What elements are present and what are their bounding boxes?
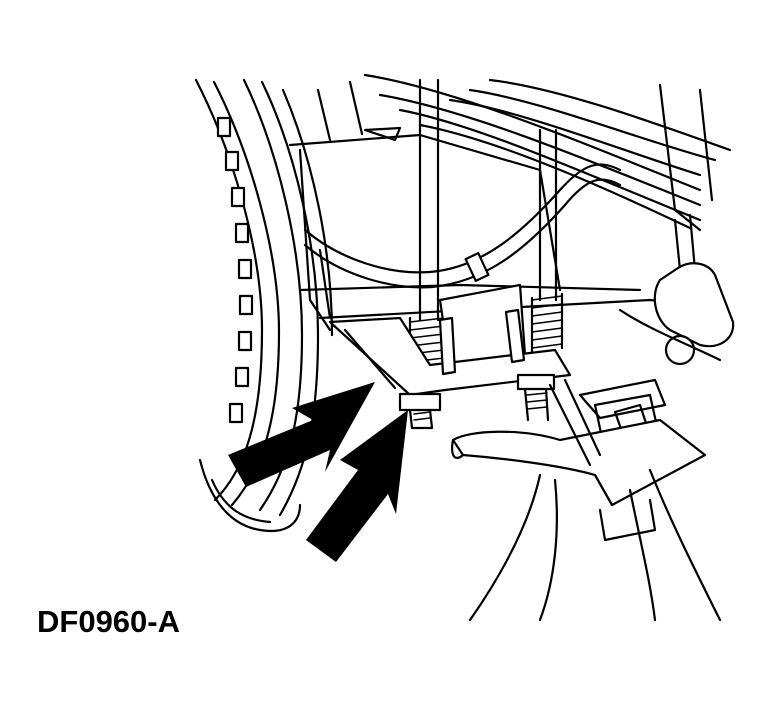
u-bolt-plate xyxy=(328,308,572,397)
u-bolt-nuts xyxy=(398,373,556,430)
jack-stand xyxy=(451,378,722,622)
figure-id-label: DF0960-A xyxy=(37,604,180,639)
brake-line xyxy=(303,163,622,289)
wheel-rotor xyxy=(194,78,334,533)
spring-shackle xyxy=(618,213,735,366)
arrow-pointer-icon xyxy=(228,382,408,562)
